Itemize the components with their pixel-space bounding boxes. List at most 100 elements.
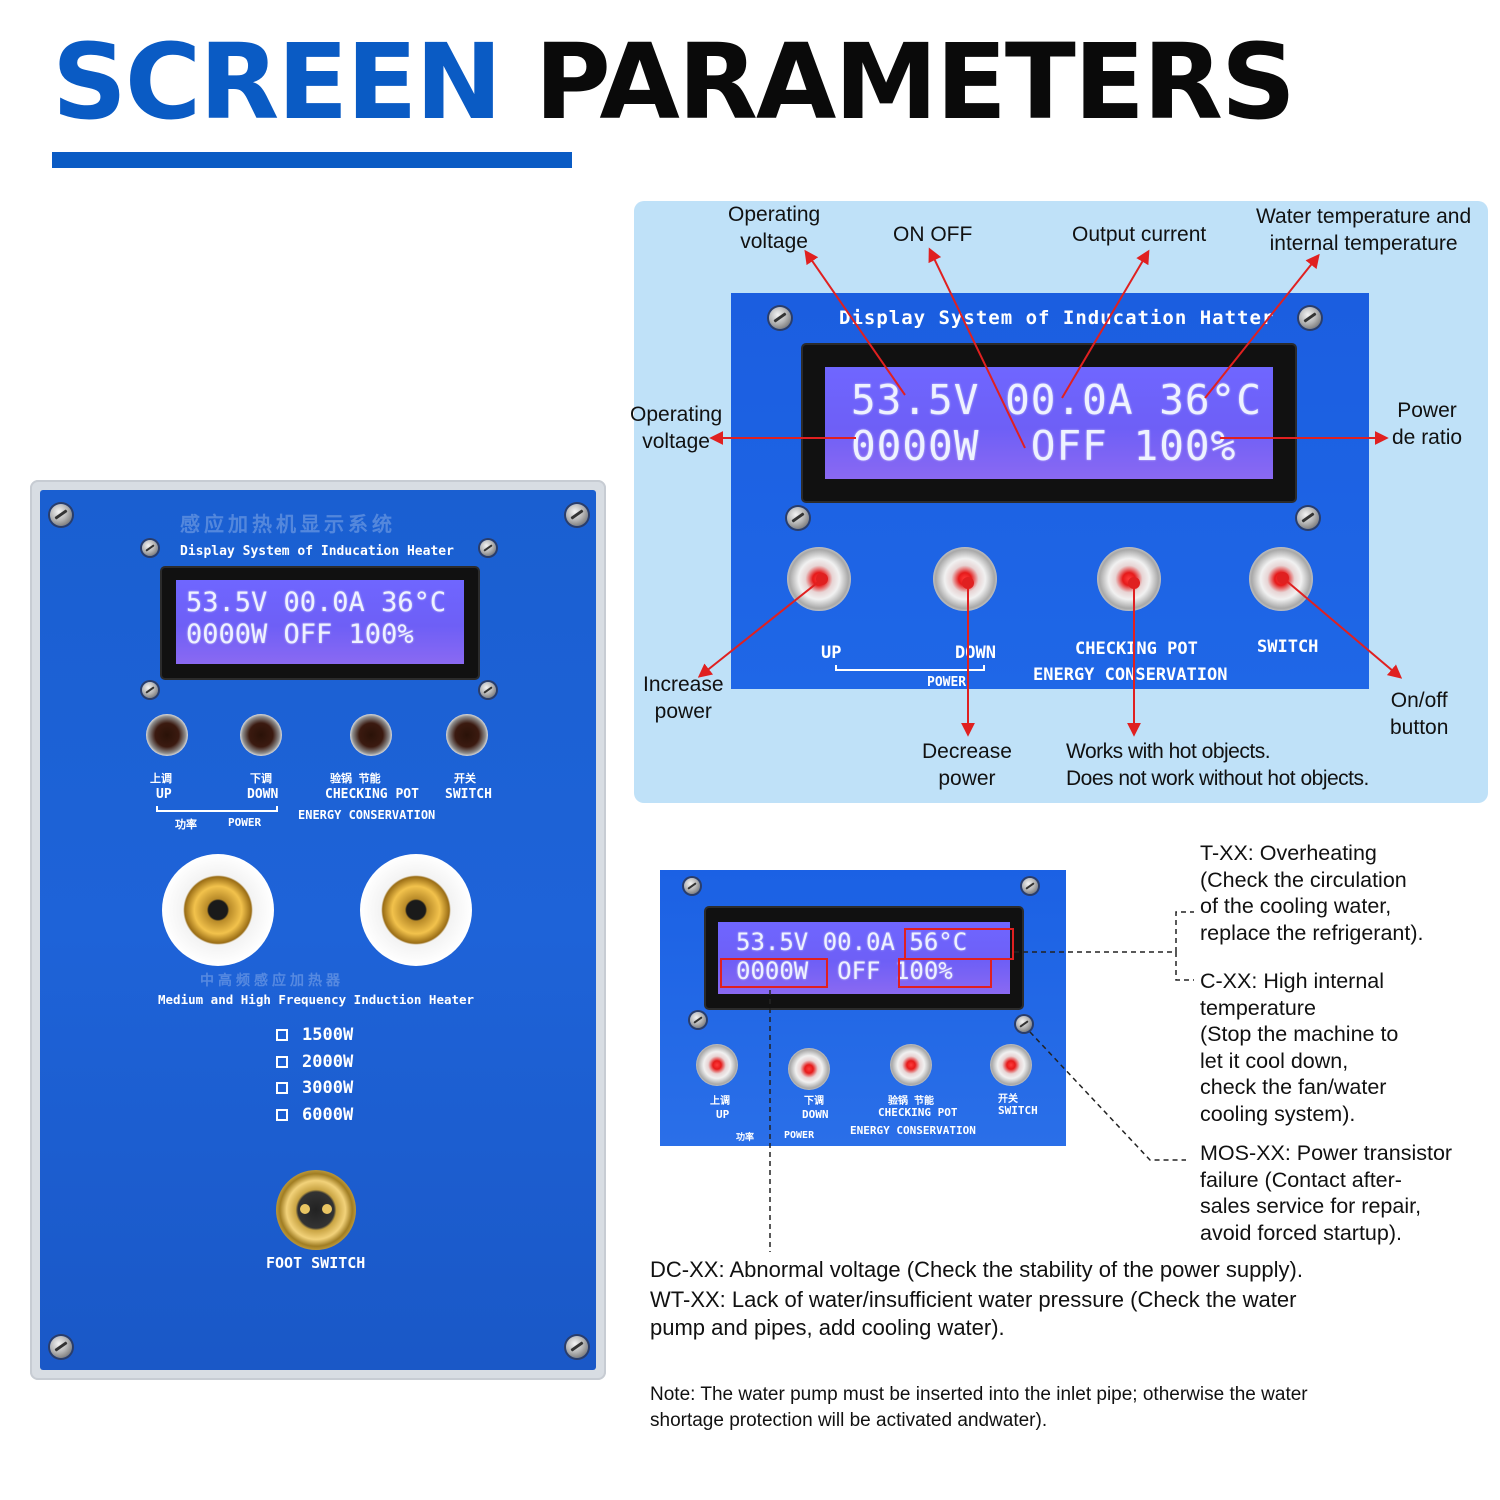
zoom2-down-button[interactable] xyxy=(788,1048,830,1090)
checkbox-icon xyxy=(276,1055,288,1068)
device-switch-button[interactable] xyxy=(446,714,488,756)
zoom1-up-label: UP xyxy=(821,643,842,663)
device-group-cn: 功率 xyxy=(175,818,197,831)
label-power-ratio: Power de ratio xyxy=(1392,399,1463,449)
error-wt-xx: WT-XX: Lack of water/insufficient water … xyxy=(650,1287,1297,1340)
device-up-cn: 上调 xyxy=(150,772,172,785)
device-faint-cn: 中高频感应加热器 xyxy=(200,973,344,989)
zoom1-lcd-line1: 53.5V 00.0A 36°C xyxy=(851,376,1262,424)
screw-icon xyxy=(684,878,700,894)
device-plate: 感应加热机显示系统 Display System of Inducation H… xyxy=(40,490,596,1370)
device-checking-cn: 验锅 节能 xyxy=(330,772,381,785)
zoom2-up-cn: 上调 xyxy=(710,1096,730,1107)
water-inlet-fitting xyxy=(162,854,274,966)
water-outlet-fitting xyxy=(360,854,472,966)
zoom1-switch-button[interactable] xyxy=(1249,547,1313,611)
zoom2-up-button[interactable] xyxy=(696,1044,738,1086)
label-increase-power: Increase power xyxy=(643,673,724,723)
zoom1-down-label: DOWN xyxy=(955,643,996,663)
label-decrease-power: Decrease power xyxy=(922,740,1012,790)
label-water-temperature: Water temperature and internal temperatu… xyxy=(1256,205,1472,255)
device-group-power: POWER xyxy=(228,816,262,829)
label-operating-voltage-top: Operating voltage xyxy=(728,203,821,253)
label-operating-voltage-left: Operating voltage xyxy=(630,403,723,453)
zoom1-energy-label: ENERGY CONSERVATION xyxy=(1033,665,1228,685)
zoom1-up-button[interactable] xyxy=(787,547,851,611)
foot-switch-label: FOOT SWITCH xyxy=(266,1254,366,1272)
screw-icon xyxy=(50,504,72,526)
screw-icon xyxy=(1016,1016,1032,1032)
checkbox-icon xyxy=(276,1082,288,1094)
zoom1-plate: Display System of Inducation Hatter 53.5… xyxy=(731,293,1369,690)
checkbox-icon xyxy=(276,1108,288,1121)
foot-switch-connector-icon[interactable] xyxy=(276,1170,356,1250)
screw-icon xyxy=(142,682,158,698)
zoom2-power-label: POWER xyxy=(784,1130,815,1141)
zoom1-lcd-line2: 0000W OFF 100% xyxy=(851,422,1237,470)
zoom2-switch-button[interactable] xyxy=(990,1044,1032,1086)
error-mos-xx: MOS-XX: Power transistor failure (Contac… xyxy=(1200,1141,1453,1245)
highlight-temperature-box xyxy=(904,928,1014,960)
option-2000w[interactable]: 2000W xyxy=(276,1049,353,1076)
label-output-current: Output current xyxy=(1072,223,1207,246)
label-on-off: ON OFF xyxy=(893,223,973,246)
leader-c-xx xyxy=(1175,952,1194,981)
screw-icon xyxy=(1022,878,1038,894)
screw-icon xyxy=(480,540,496,556)
screw-icon xyxy=(480,682,496,698)
device-header: Display System of Inducation Heater xyxy=(180,544,454,559)
device-switch-label: SWITCH xyxy=(445,787,492,802)
device-front-panel: 感应加热机显示系统 Display System of Inducation H… xyxy=(30,480,606,1380)
label-on-off-button: On/off button xyxy=(1390,689,1449,739)
device-down-button[interactable] xyxy=(240,714,282,756)
zoom1-power-label: POWER xyxy=(927,675,967,690)
screw-icon xyxy=(1297,507,1319,529)
device-lcd-line1: 53.5V 00.0A 36°C xyxy=(186,587,447,618)
device-down-cn: 下调 xyxy=(250,772,272,785)
power-group-bracket xyxy=(156,806,278,812)
zoom2-down-label: DOWN xyxy=(802,1108,829,1121)
zoom1-switch-label: SWITCH xyxy=(1257,637,1319,657)
zoom2-checking-cn: 验锅 节能 xyxy=(888,1096,935,1107)
error-dc-xx: DC-XX: Abnormal voltage (Check the stabi… xyxy=(650,1257,1303,1282)
page-title: SCREEN PARAMETERS xyxy=(52,30,1296,134)
annotated-display-panel: Display System of Inducation Hatter 53.5… xyxy=(634,201,1488,803)
title-word-parameters: PARAMETERS xyxy=(534,21,1296,143)
zoom1-down-button[interactable] xyxy=(933,547,997,611)
screw-icon xyxy=(690,1012,706,1028)
option-6000w[interactable]: 6000W xyxy=(276,1102,353,1129)
title-underline xyxy=(52,152,572,168)
device-up-label: UP xyxy=(156,787,172,802)
screw-icon xyxy=(1299,307,1321,329)
title-word-screen: SCREEN xyxy=(52,21,502,143)
screw-icon xyxy=(142,540,158,556)
screw-icon xyxy=(566,504,588,526)
zoom1-header: Display System of Inducation Hatter xyxy=(839,307,1275,329)
option-3000w[interactable]: 3000W xyxy=(276,1075,353,1102)
device-up-button[interactable] xyxy=(146,714,188,756)
zoom1-power-bracket xyxy=(835,665,985,671)
zoom2-up-label: UP xyxy=(716,1108,730,1121)
power-options-list: 1500W 2000W 3000W 6000W xyxy=(276,1022,353,1128)
error-c-xx: C-XX: High internal temperature (Stop th… xyxy=(1200,969,1399,1126)
zoom2-switch-cn: 开关 xyxy=(998,1094,1018,1105)
zoom2-checking-pot-button[interactable] xyxy=(890,1044,932,1086)
zoom1-checking-label: CHECKING POT xyxy=(1075,639,1198,659)
zoom1-checking-pot-button[interactable] xyxy=(1097,547,1161,611)
checkbox-icon xyxy=(276,1029,288,1041)
device-down-label: DOWN xyxy=(247,787,279,802)
device-checking-pot-button[interactable] xyxy=(350,714,392,756)
highlight-power-box xyxy=(720,958,828,988)
zoom2-group-cn: 功率 xyxy=(736,1133,755,1143)
zoom2-checking-label: CHECKING POT xyxy=(878,1106,958,1119)
device-lcd-line2: 0000W OFF 100% xyxy=(186,619,414,650)
option-1500w[interactable]: 1500W xyxy=(276,1022,353,1049)
screw-icon xyxy=(769,307,791,329)
screw-icon xyxy=(50,1336,72,1358)
highlight-ratio-box xyxy=(898,958,992,988)
